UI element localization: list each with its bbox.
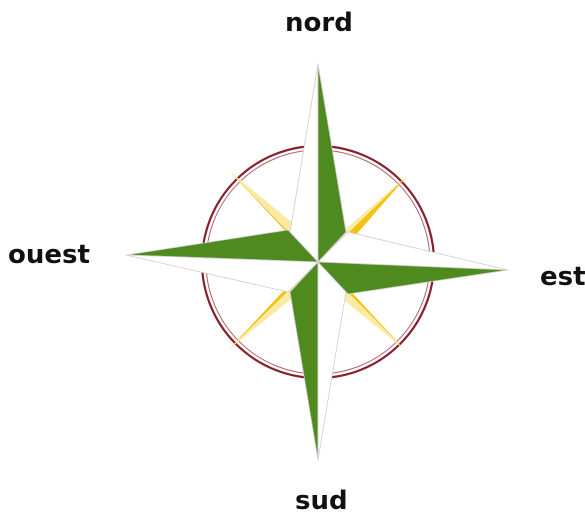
north-label: nord xyxy=(285,10,353,36)
north-point xyxy=(290,64,346,262)
south-label: sud xyxy=(295,488,348,514)
east-point xyxy=(318,232,508,294)
west-label: ouest xyxy=(8,242,90,268)
main-points xyxy=(126,64,508,460)
west-point xyxy=(126,230,318,292)
east-label: est xyxy=(540,264,585,290)
south-point xyxy=(290,262,346,460)
